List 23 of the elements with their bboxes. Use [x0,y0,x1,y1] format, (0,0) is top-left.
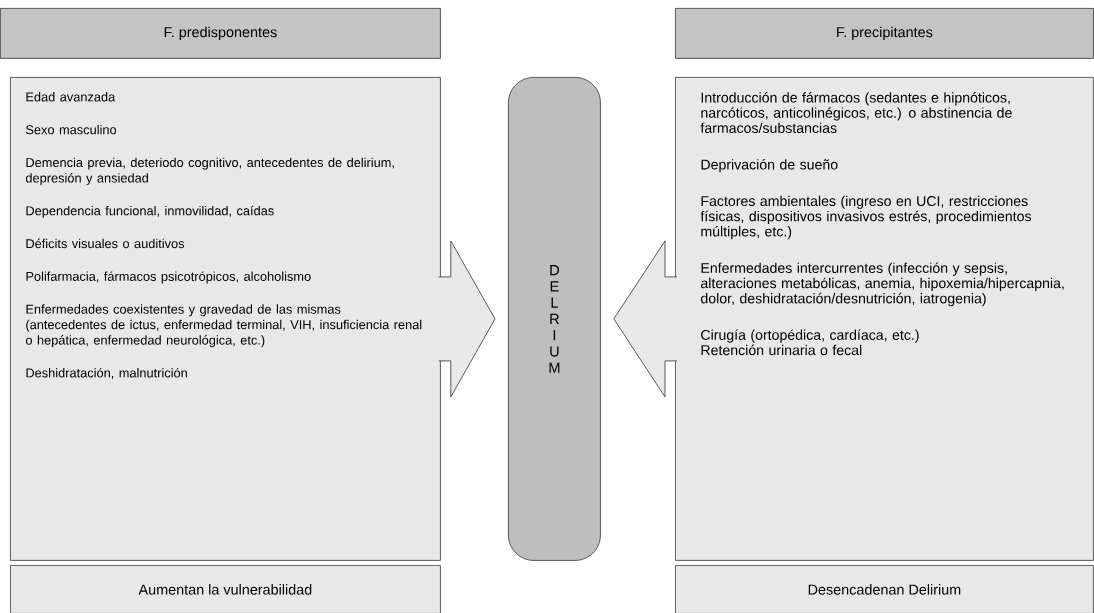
factor-panel [675,77,1094,561]
header-box: F. predisponentes [0,8,441,59]
list-item: Introducción de fármacos (sedantes e hipnóticos, narcóticos, anticolinégicos, etc.) o abstinencia de farmacos/substancias [700,92,1012,133]
list-item: Enfermedades coexistentes y gravedad de las mismas (antecedentes de ictus, enfermedad terminal, VIH, insuficiencia renal o hepática, enfermedad neurológica, etc.) [25,304,422,348]
list-item: Factores ambientales (ingreso en UCI, restricciones físicas, dispositivos invasivos estrés, procedimientos múltiples, etc.) [700,195,1032,240]
block-arrow [438,240,496,398]
footer-box: Aumentan la vulnerabilidad [10,565,441,613]
list-item: Edad avanzada [26,92,116,102]
list-item: Polifarmacia, fármacos psicotrópicos, alcoholismo [26,271,311,284]
list-item: Retención urinaria o fecal [701,344,862,356]
list-item: Demencia previa, deteriodo cognitivo, antecedentes de delirium, depresión y ansiedad [25,157,394,186]
list-item: Déficits visuales o auditivos [26,238,185,249]
block-arrow [613,240,678,398]
footer-box: Desencadenan Delirium [675,565,1094,613]
list-item: Deprivación de sueño [701,159,838,173]
list-item: Deshidratación, malnutrición [26,367,187,379]
list-item: Dependencia funcional, inmovilidad, caídas [26,205,274,218]
list-item: Cirugía (ortopédica, cardíaca, etc.) [701,329,919,343]
delirium-pill: DELRIUM [508,77,601,561]
list-item: Enfermedades intercurrentes (infección y sepsis, alteraciones metabólicas, anemia, hipoxemia/hipercapnia, dolor, deshidratación/desnutrición, iatrogenia) [701,262,1064,307]
factor-panel [10,77,441,561]
header-box: F. precipitantes [675,8,1094,59]
list-item: Sexo masculino [26,124,117,135]
